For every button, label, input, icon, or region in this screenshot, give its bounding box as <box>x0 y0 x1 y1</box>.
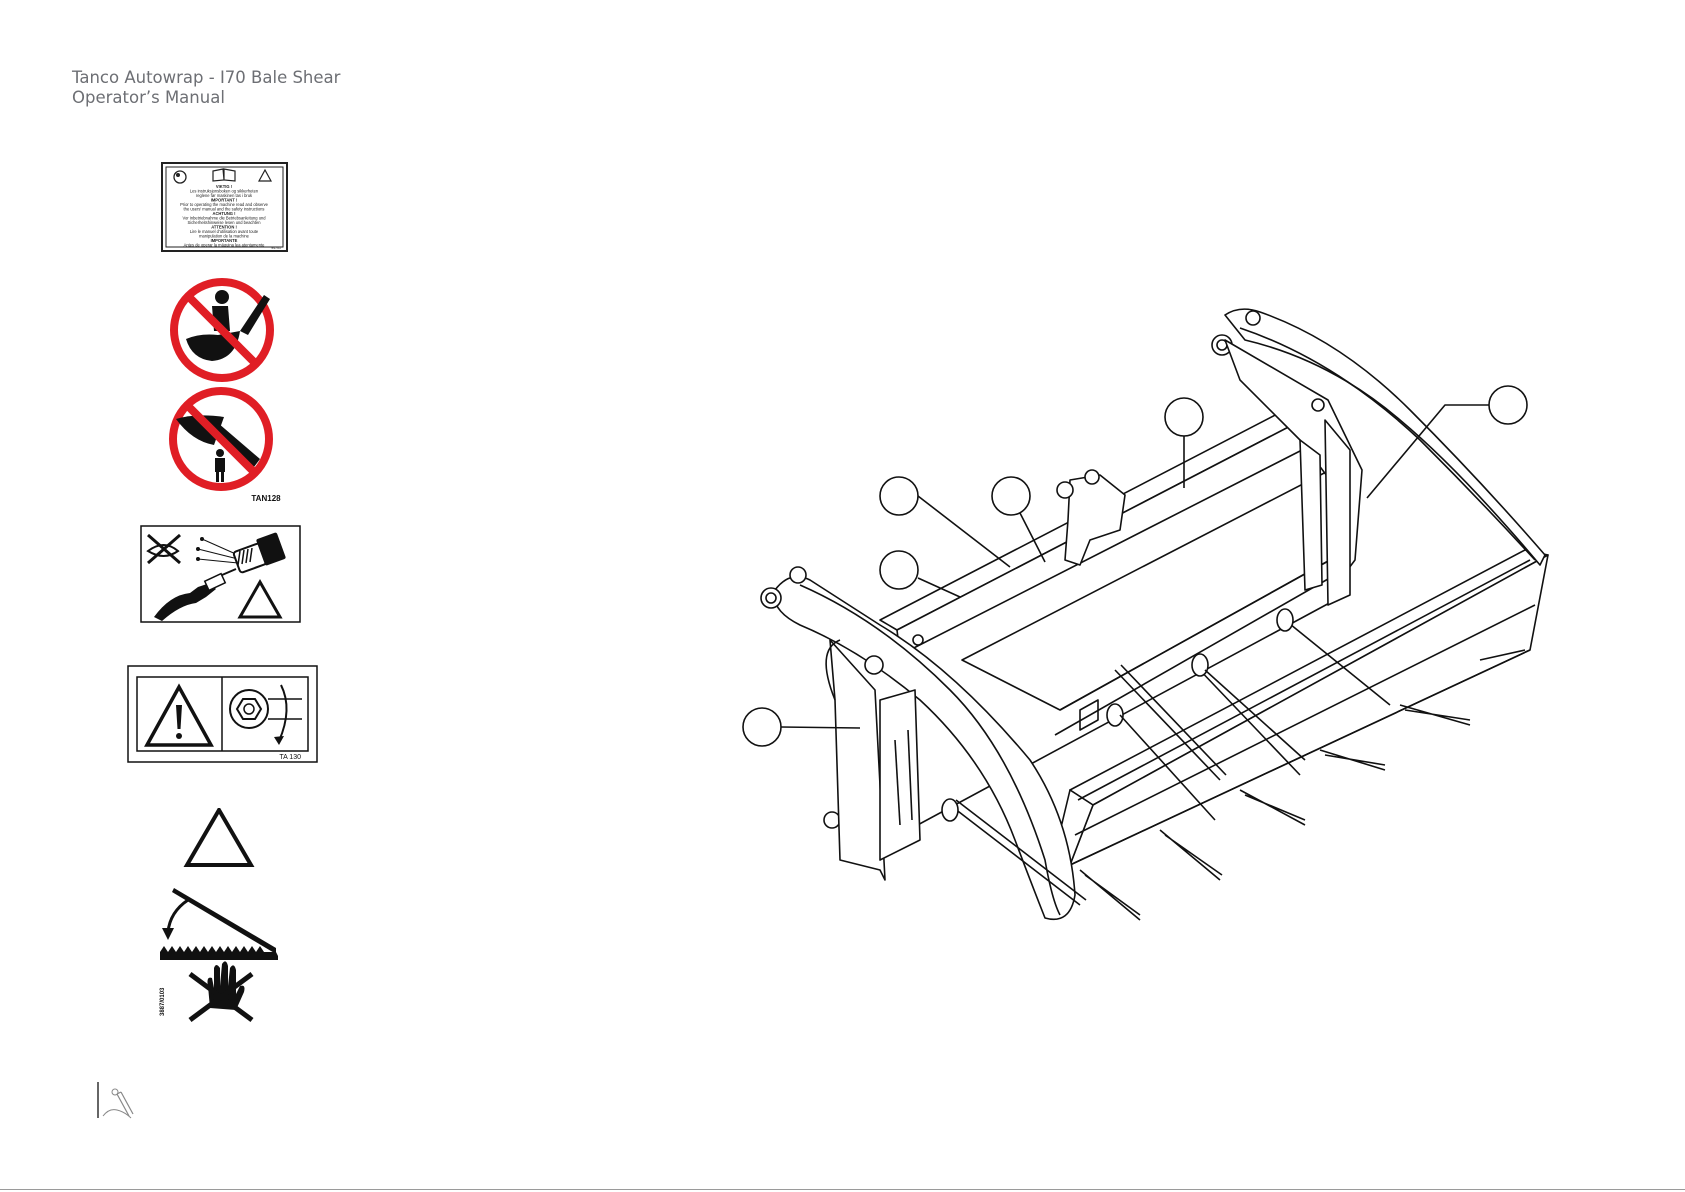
decal-line: IMPORTANT ! <box>211 198 238 203</box>
center-bracket <box>1056 469 1126 566</box>
no-standing-under-bucket-icon <box>169 387 273 491</box>
decal-code: TA 130 <box>279 754 301 761</box>
bottom-rule <box>0 1189 1685 1190</box>
hydraulic-hose-icon <box>154 568 237 621</box>
read-manual-decal: VIKTIG ! Les instruksjonsboken og sikker… <box>161 162 288 252</box>
decal-line: Sicherheitshinweise lesen und beachten <box>187 220 261 225</box>
decal-line: manipulation de la machine <box>199 234 250 239</box>
decal-line: IMPORTANTE <box>211 238 238 243</box>
decal-line: Vor Inbetriebnahme die Betriebsanleitung… <box>182 216 266 221</box>
decal-line: ACHTUNG ! <box>213 211 236 216</box>
decal-line: reglene før maskinen tas i bruk <box>196 193 253 198</box>
decal-line: the users' manual and the safety instruc… <box>184 207 265 212</box>
bale-shear-drawing <box>742 308 1549 921</box>
warning-exclamation-icon <box>144 683 214 747</box>
left-upright <box>825 639 921 881</box>
pressure-jet-icon <box>196 537 239 564</box>
decal-line: Lire le manuel d'utilisation avant toute <box>190 229 259 234</box>
decal-line: VIKTIG ! <box>216 184 232 189</box>
decal-line: Les instruksjonsboken og sikkerheten <box>190 189 259 194</box>
decal-code: 94701 <box>271 246 281 250</box>
crush-hazard-decal: 3887/0103 <box>160 808 278 1022</box>
decal-code: TAN128 <box>251 494 281 503</box>
manual-subtitle: Operator’s Manual <box>72 87 225 107</box>
decal-line: Prior to operating the machine read and … <box>180 202 269 207</box>
no-eye-contact-icon <box>146 533 181 565</box>
decal-line: ATTENTION ! <box>211 225 237 230</box>
right-upright <box>1299 398 1351 606</box>
page-header: Tanco Autowrap - I70 Bale Shear Operator… <box>72 68 340 107</box>
hydraulic-coupler-icon <box>232 532 286 574</box>
decal-code: 3887/0103 <box>160 987 166 1016</box>
warning-triangle-icon <box>237 578 283 619</box>
lower-blades <box>1079 649 1526 921</box>
warning-triangle-icon <box>183 808 255 867</box>
decal-line: Antes de operar la máquina lea atentamen… <box>184 243 266 248</box>
no-hands-icon <box>188 961 254 1022</box>
bolt-torque-icon <box>229 684 302 745</box>
right-side-arm <box>1211 308 1546 581</box>
manual-title: Tanco Autowrap - I70 Bale Shear <box>72 68 341 87</box>
no-riding-in-bucket-icon <box>170 278 274 382</box>
closing-jaw-icon <box>160 888 278 960</box>
left-side-arm <box>760 566 1076 920</box>
operator-head-icon <box>173 170 187 184</box>
no-riding-decal: TAN128 <box>169 278 281 503</box>
warning-triangle-icon <box>257 168 273 182</box>
hydraulic-pressure-decal <box>140 525 301 623</box>
check-bolts-decal: TA 130 <box>127 665 318 763</box>
open-book-icon <box>212 168 236 182</box>
shear-frame <box>1057 549 1549 866</box>
callout-circles <box>742 385 1528 747</box>
tanco-logo-icon <box>97 1082 134 1119</box>
shear-tines <box>941 608 1391 906</box>
